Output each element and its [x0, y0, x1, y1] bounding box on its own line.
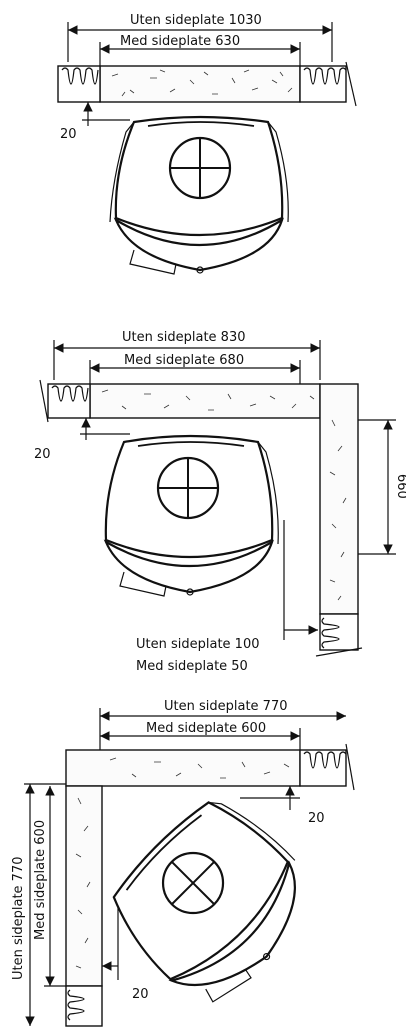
- wall-break-mark: [345, 61, 357, 107]
- wall-texture: [101, 389, 347, 601]
- label-with-sideplate: Med sideplate 630: [120, 34, 240, 49]
- label-side-with-sideplate: Med sideplate 50: [136, 659, 248, 674]
- diagram-straight-wall: Uten sideplate 1030 Med sideplate 630 20: [57, 13, 357, 275]
- stove-top-view: [103, 434, 279, 597]
- insulation-bottom: [65, 985, 103, 1027]
- label-depth: 660: [394, 474, 406, 499]
- label-with-sideplate: Med sideplate 680: [124, 353, 244, 368]
- wall-break-mark: [39, 379, 49, 423]
- insulation-pattern: [61, 67, 99, 85]
- label-without-sideplate: Uten sideplate 770: [164, 699, 288, 714]
- wall-section-vertical: [65, 785, 103, 987]
- wall-section: [99, 65, 301, 103]
- label-vertical-with-sideplate: Med sideplate 600: [33, 820, 48, 940]
- insulation-pattern: [303, 67, 347, 85]
- stove-top-view: [112, 801, 296, 1003]
- insulation-right: [299, 65, 347, 103]
- wall-break-mark: [315, 647, 363, 657]
- insulation-pattern: [321, 617, 340, 649]
- diagram-corner-right: Uten sideplate 830 Med sideplate 680 20 …: [34, 330, 406, 674]
- label-with-sideplate: Med sideplate 600: [146, 721, 266, 736]
- label-gap-bottom: 20: [132, 987, 149, 1002]
- wall-break-mark: [345, 743, 355, 791]
- label-without-sideplate: Uten sideplate 830: [122, 330, 246, 345]
- wall-section-horizontal: [65, 749, 301, 787]
- label-without-sideplate: Uten sideplate 1030: [130, 13, 262, 28]
- insulation-left: [47, 383, 91, 419]
- insulation-left: [57, 65, 101, 103]
- wall-section-vertical: [319, 383, 359, 615]
- label-gap: 20: [34, 447, 51, 462]
- wall-section-horizontal: [89, 383, 321, 419]
- diagram-corner-left: Uten sideplate 770 Med sideplate 600 Ute…: [11, 699, 355, 1027]
- insulation-pattern: [51, 385, 89, 402]
- wall-texture: [75, 757, 290, 969]
- label-vertical-without-sideplate: Uten sideplate 770: [11, 857, 26, 981]
- insulation-bottom: [319, 613, 359, 651]
- insulation-pattern: [303, 751, 347, 769]
- label-gap-top: 20: [308, 811, 325, 826]
- label-gap: 20: [60, 127, 77, 142]
- insulation-right: [299, 749, 347, 787]
- insulation-pattern: [67, 989, 85, 1021]
- wall-texture: [111, 69, 293, 97]
- stove-top-view: [109, 115, 289, 275]
- label-side-without-sideplate: Uten sideplate 100: [136, 637, 260, 652]
